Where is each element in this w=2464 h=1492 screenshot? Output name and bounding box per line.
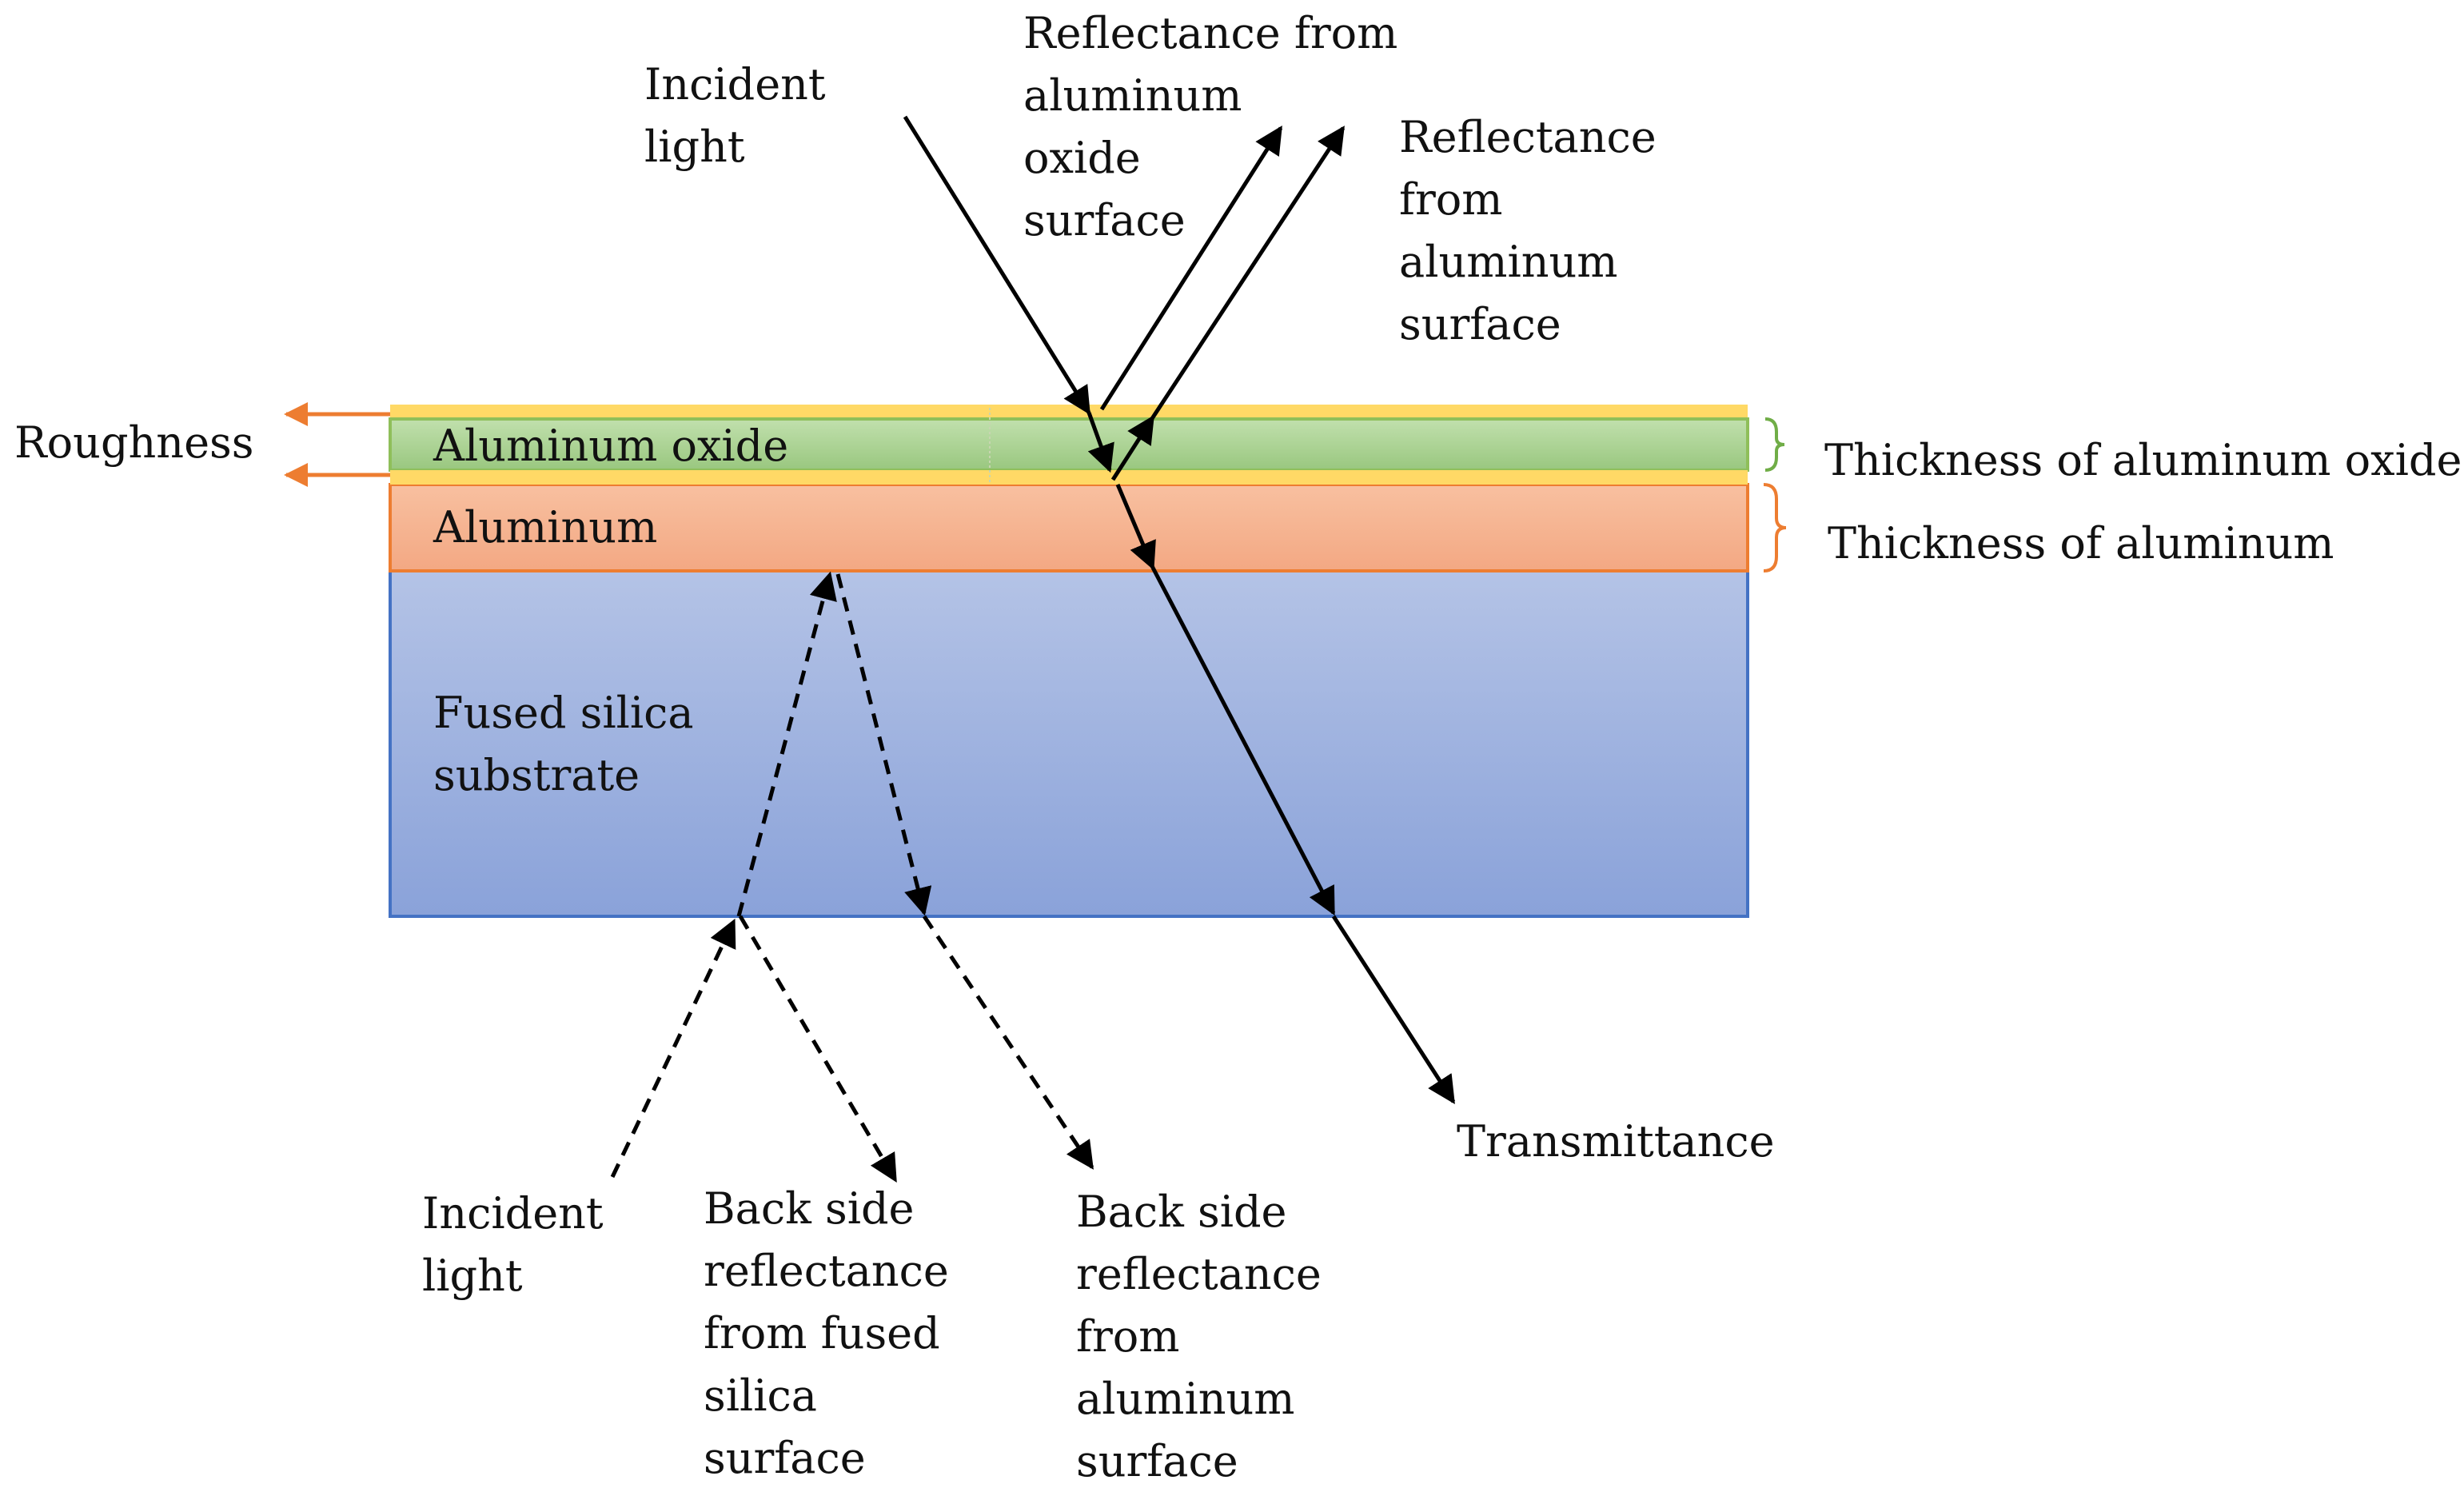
back-reflect-al-ray-substrate — [835, 573, 932, 916]
transmittance-label: Transmittance — [1457, 1116, 1775, 1167]
back-fused-label-line: from fused — [704, 1308, 940, 1358]
reflect-oxide-label-line: surface — [1023, 195, 1186, 245]
back-incident-ray-substrate — [736, 571, 837, 917]
back-fused-label-line: Back side — [704, 1183, 915, 1234]
top-roughness-layer — [390, 405, 1748, 419]
back-fused-label-line: reflectance — [704, 1246, 949, 1296]
back-al-label-line: from — [1076, 1311, 1180, 1362]
substrate-label-line: Fused silica — [433, 688, 694, 738]
reflect-al-label: Reflectance from aluminum surface — [1399, 112, 1670, 349]
oxide-layer-label: Aluminum oxide — [433, 421, 788, 471]
back-incident-ray — [610, 918, 736, 1179]
back-al-label-line: reflectance — [1076, 1249, 1322, 1299]
incident-ray — [903, 115, 1091, 415]
oxide-thickness-brace — [1764, 417, 1785, 472]
reflect-al-label-line: surface — [1399, 299, 1561, 349]
back-fused-label-line: silica — [704, 1370, 817, 1421]
incident-ray-oxide — [1086, 412, 1114, 473]
back-al-label-line: Back side — [1076, 1187, 1287, 1237]
back-reflect-al-ray-out — [922, 915, 1094, 1170]
back-al-label-line: aluminum — [1076, 1374, 1294, 1424]
transmit-ray-out — [1331, 915, 1456, 1104]
aluminum-layer-label: Aluminum — [433, 502, 657, 553]
reflect-oxide-label-line: aluminum — [1023, 70, 1242, 121]
substrate-layer-label: Fused silica substrate — [433, 688, 708, 800]
transmit-ray-al — [1115, 484, 1156, 571]
oxide-layer — [389, 417, 1749, 472]
oxide-thickness-label: Thickness of aluminum oxide — [1824, 435, 2462, 485]
back-incident-label: Incident light — [422, 1188, 617, 1301]
interface-roughness-layer — [390, 470, 1748, 485]
back-incident-label-line: light — [422, 1251, 523, 1301]
back-al-label-line: surface — [1076, 1436, 1238, 1486]
back-reflect-fused-ray — [738, 915, 898, 1183]
reflect-al-ray-inner — [1110, 415, 1155, 481]
reflect-al-ray — [1150, 126, 1346, 419]
roughness-label: Roughness — [14, 417, 253, 468]
reflect-al-label-line: from — [1399, 174, 1503, 225]
reflect-oxide-label: Reflectance from aluminum oxide surface — [1023, 8, 1412, 245]
aluminum-thickness-brace — [1763, 483, 1787, 572]
back-incident-label-line: Incident — [422, 1188, 604, 1239]
substrate-label-line: substrate — [433, 750, 640, 800]
transmit-ray-substrate — [1150, 566, 1336, 916]
reflect-al-label-line: Reflectance — [1399, 112, 1657, 162]
reflect-oxide-label-line: oxide — [1023, 133, 1141, 183]
aluminum-thickness-label: Thickness of aluminum — [1828, 518, 2334, 568]
aluminum-layer — [389, 483, 1749, 572]
back-fused-label: Back side reflectance from fused silica … — [704, 1183, 963, 1483]
back-al-label: Back side reflectance from aluminum surf… — [1076, 1187, 1335, 1486]
reflect-oxide-ray — [1099, 126, 1283, 411]
substrate-layer — [389, 569, 1749, 918]
incident-light-label: Incident light — [644, 59, 839, 172]
back-fused-label-line: surface — [704, 1433, 866, 1483]
reflect-oxide-label-line: Reflectance from — [1023, 8, 1397, 58]
incident-label-line: Incident — [644, 59, 826, 110]
reflect-al-label-line: aluminum — [1399, 237, 1617, 287]
incident-label-line: light — [644, 122, 745, 172]
